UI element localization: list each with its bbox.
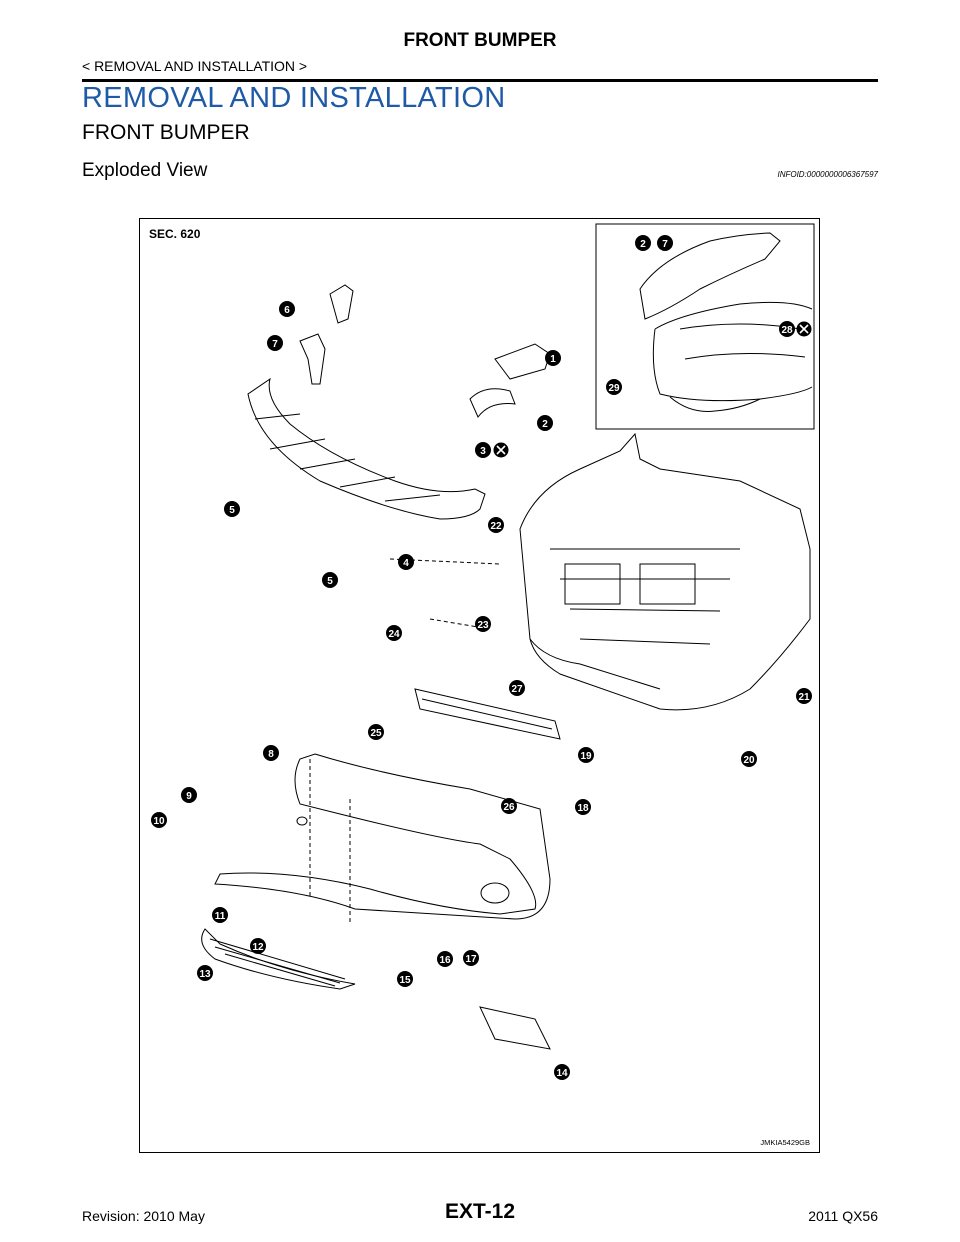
svg-text:9: 9 [186,791,192,802]
svg-text:7: 7 [662,239,668,250]
callout-14: 14 [554,1064,570,1080]
svg-text:11: 11 [215,911,226,922]
footer-page-number: EXT-12 [444,1200,516,1223]
callout-25: 25 [368,724,384,740]
header-divider [82,79,878,82]
callout-9: 9 [181,787,197,803]
not-reusable-icons [493,321,812,458]
callout-24: 24 [386,625,402,641]
exploded-view-figure: SEC. 620 [139,218,820,1153]
svg-text:18: 18 [577,803,589,814]
not-reusable-icon [796,321,812,337]
callout-3: 3 [475,442,491,458]
svg-text:8: 8 [268,749,274,760]
callout-7-inset: 7 [657,235,673,251]
callout-23: 23 [475,616,491,632]
svg-text:22: 22 [490,521,502,532]
svg-text:25: 25 [370,728,382,739]
callout-2-inset: 2 [635,235,651,251]
svg-text:6: 6 [284,305,290,316]
callout-7: 7 [267,335,283,351]
svg-text:5: 5 [229,505,235,516]
part-1 [494,343,551,380]
svg-text:2: 2 [542,419,548,430]
svg-text:20: 20 [743,755,755,766]
breadcrumb: < REMOVAL AND INSTALLATION > [82,58,308,74]
callout-1: 1 [545,350,561,366]
svg-text:14: 14 [556,1068,568,1079]
callout-21: 21 [796,688,812,704]
svg-text:1: 1 [550,354,556,365]
footer-model: 2011 QX56 [808,1208,878,1224]
callout-4: 4 [398,554,414,570]
page-header-title: FRONT BUMPER [403,30,557,51]
svg-text:15: 15 [399,975,411,986]
exploded-view-drawing: 1 2 3 4 5 5 6 7 8 9 10 11 12 13 14 15 16… [151,223,815,1080]
callout-11: 11 [212,907,228,923]
svg-text:28: 28 [781,325,793,336]
footer-revision: Revision: 2010 May [82,1208,205,1224]
not-reusable-icon [493,442,509,458]
license-bracket [479,1006,551,1050]
section-title: REMOVAL AND INSTALLATION [82,82,506,114]
callout-16: 16 [437,951,453,967]
callout-2: 2 [537,415,553,431]
svg-text:19: 19 [580,751,592,762]
callout-17: 17 [463,950,479,966]
body-structure [519,432,811,711]
part-6 [329,284,354,324]
callout-12: 12 [250,938,266,954]
callout-22: 22 [488,517,504,533]
callout-18: 18 [575,799,591,815]
part-7 [299,333,326,385]
info-id: INFOID:0000000006367597 [777,170,878,179]
svg-text:2: 2 [640,239,646,250]
callout-27: 27 [509,680,525,696]
svg-text:5: 5 [327,576,333,587]
bumper-fascia [214,753,551,920]
svg-text:16: 16 [439,955,451,966]
svg-text:21: 21 [798,692,810,703]
svg-text:27: 27 [511,684,523,695]
callout-20: 20 [741,751,757,767]
callout-26: 26 [501,798,517,814]
figure-section-label: SEC. 620 [149,227,201,241]
callout-15: 15 [397,971,413,987]
figure-id: JMKIA5429GB [760,1138,810,1147]
callout-5a: 5 [224,501,240,517]
svg-text:26: 26 [503,802,515,813]
callout-5b: 5 [322,572,338,588]
callout-6: 6 [279,301,295,317]
inset-hood [639,232,781,320]
subsubsection-title: Exploded View [82,160,208,181]
svg-text:3: 3 [480,446,486,457]
reinforcement-beam [414,688,561,740]
bumper-retainer [247,377,486,520]
callout-10: 10 [151,812,167,828]
svg-text:7: 7 [272,339,278,350]
callout-29: 29 [606,379,622,395]
subsection-title: FRONT BUMPER [82,121,250,144]
svg-text:13: 13 [199,969,211,980]
svg-text:29: 29 [608,383,620,394]
part-2 [469,388,516,418]
inset-frame [595,223,815,430]
svg-text:12: 12 [252,942,264,953]
svg-text:23: 23 [477,620,489,631]
svg-text:24: 24 [388,629,400,640]
svg-text:17: 17 [465,954,477,965]
svg-text:4: 4 [403,558,409,569]
callout-19: 19 [578,747,594,763]
callouts: 1 2 3 4 5 5 6 7 8 9 10 11 12 13 14 15 16… [151,235,812,1080]
callout-13: 13 [197,965,213,981]
callout-8: 8 [263,745,279,761]
callout-28: 28 [779,321,795,337]
svg-text:10: 10 [153,816,165,827]
